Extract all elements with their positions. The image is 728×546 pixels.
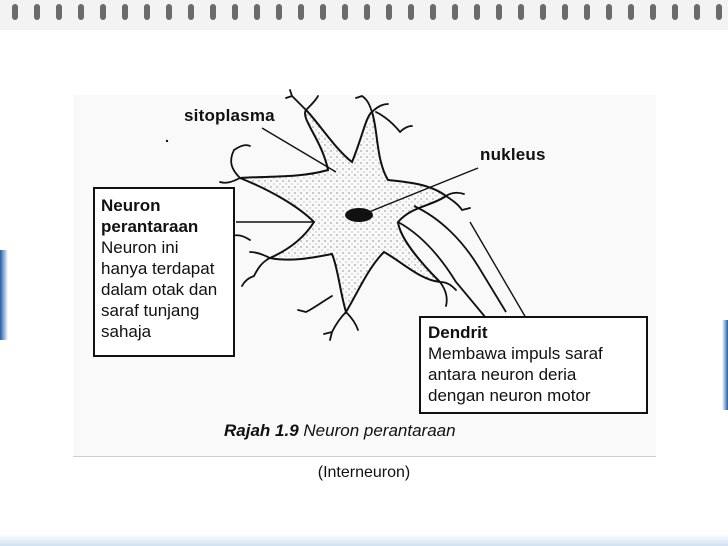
binder-ring: [188, 4, 194, 20]
dendrite-top-left: [285, 89, 319, 111]
caption-text: Neuron perantaraan: [303, 421, 456, 440]
binder-ring: [342, 4, 348, 20]
binder-ring: [320, 4, 326, 20]
dendrite-upper-right: [375, 111, 413, 133]
dendrite-top: [355, 95, 389, 113]
pointer-dendrit: [469, 221, 527, 319]
figure-caption: Rajah 1.9 Neuron perantaraan: [224, 421, 456, 441]
binder-ring: [540, 4, 546, 20]
binder-ring: [166, 4, 172, 20]
binder-ring: [210, 4, 216, 20]
dendrit-box: Dendrit Membawa impuls saraf antara neur…: [419, 316, 648, 414]
bottom-edge-decoration: [0, 534, 728, 546]
left-edge-decoration: [0, 250, 8, 340]
binder-ring: [562, 4, 568, 20]
box-left-line: sahaja: [101, 322, 152, 341]
box-left-line: hanya terdapat: [101, 259, 215, 278]
binder-ring: [298, 4, 304, 20]
stray-dot: [165, 139, 169, 143]
box-right-line: Membawa impuls saraf: [428, 344, 603, 363]
binder-ring: [430, 4, 436, 20]
subcaption-interneuron: (Interneuron): [317, 464, 411, 481]
neuron-perantaraan-box: Neuron perantaraan Neuron ini hanya terd…: [93, 187, 235, 357]
pointer-sitoplasma: [261, 127, 337, 173]
binder-ring: [584, 4, 590, 20]
binder-rings-strip: [0, 0, 728, 30]
binder-ring: [650, 4, 656, 20]
binder-ring: [122, 4, 128, 20]
binder-ring: [364, 4, 370, 20]
binder-ring: [716, 4, 722, 20]
box-left-line: saraf tunjang: [101, 301, 200, 320]
binder-ring: [100, 4, 106, 20]
binder-ring: [232, 4, 238, 20]
binder-ring: [386, 4, 392, 20]
dendrite-left: [219, 144, 251, 184]
binder-ring: [12, 4, 18, 20]
binder-ring: [518, 4, 524, 20]
dendrite-lower-mid: [297, 295, 333, 313]
caption-number: Rajah 1.9: [224, 421, 299, 440]
binder-ring: [34, 4, 40, 20]
box-left-line: Neuron ini: [101, 238, 179, 257]
box-right-line: dengan neuron motor: [428, 386, 591, 405]
binder-ring: [694, 4, 700, 20]
nucleus-shape: [345, 208, 373, 222]
binder-ring: [672, 4, 678, 20]
box-right-title: Dendrit: [428, 323, 488, 342]
binder-ring: [628, 4, 634, 20]
binder-ring: [254, 4, 260, 20]
axon: [397, 205, 507, 319]
box-right-line: antara neuron deria: [428, 365, 577, 384]
dendrite-lower-right: [439, 281, 457, 307]
binder-ring: [78, 4, 84, 20]
pointer-lines: [236, 127, 527, 319]
label-nukleus: nukleus: [480, 145, 546, 164]
box-left-title-2: perantaraan: [101, 217, 199, 236]
binder-ring: [606, 4, 612, 20]
right-edge-decoration: [722, 320, 728, 410]
binder-ring: [474, 4, 480, 20]
binder-ring: [496, 4, 502, 20]
binder-ring: [56, 4, 62, 20]
dendrite-lower-left: [241, 251, 271, 287]
dendrite-right: [445, 191, 471, 211]
binder-ring: [452, 4, 458, 20]
panel-divider: [73, 456, 656, 457]
binder-ring: [144, 4, 150, 20]
box-left-title-1: Neuron: [101, 196, 161, 215]
binder-ring: [408, 4, 414, 20]
box-left-line: dalam otak dan: [101, 280, 218, 299]
label-sitoplasma: sitoplasma: [184, 106, 275, 125]
dendrite-bottom: [323, 311, 359, 341]
pointer-nukleus: [363, 167, 479, 215]
cell-body: [239, 108, 448, 315]
binder-ring: [276, 4, 282, 20]
